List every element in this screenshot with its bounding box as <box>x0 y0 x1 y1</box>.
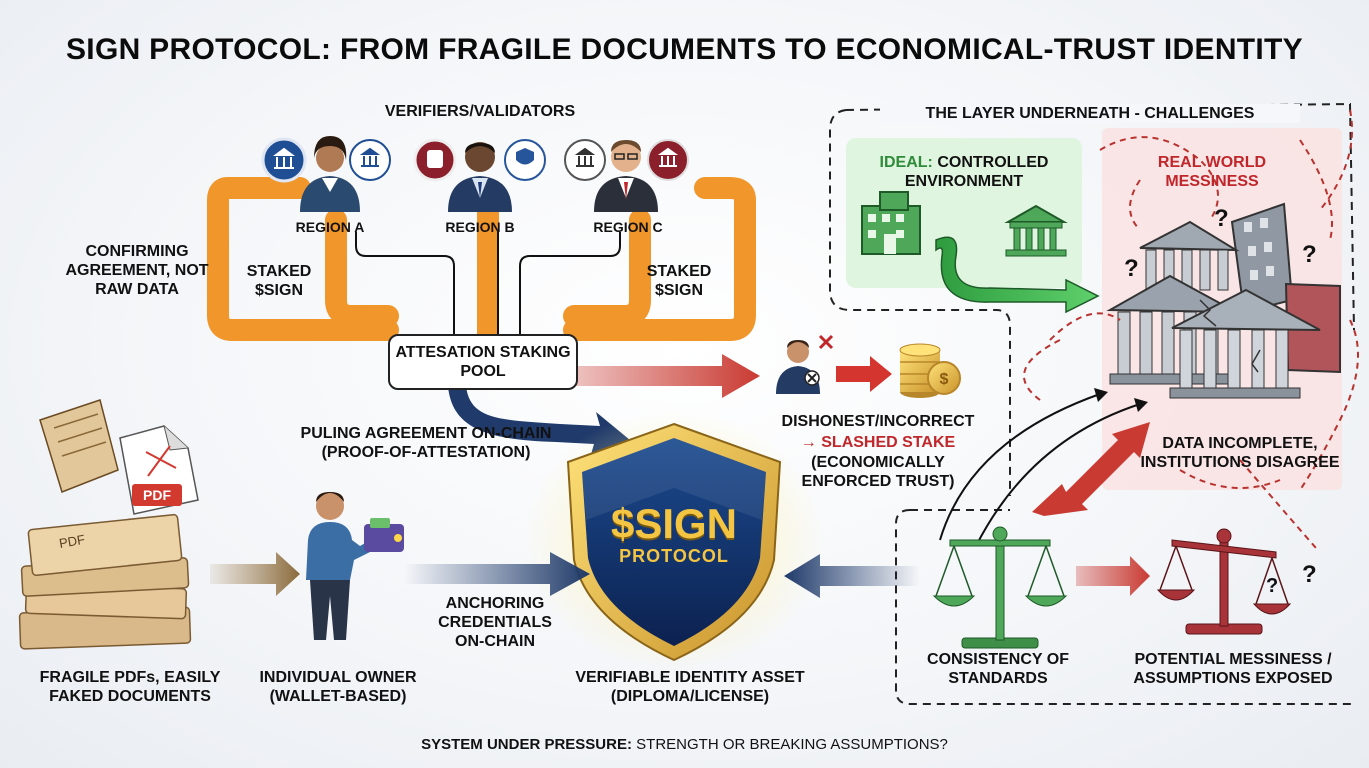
shield-protocol-text: PROTOCOL <box>619 546 729 566</box>
slash-arrow <box>836 356 892 392</box>
consistency-scale-icon <box>932 526 1068 649</box>
validator-c-avatar <box>594 140 658 212</box>
shield-sign-text: $SIGN <box>610 500 738 547</box>
standards-to-shield-arrow <box>784 554 920 598</box>
verifiers-heading: VERIFIERS/VALIDATORS <box>384 103 576 120</box>
question-mark-icon: ? <box>1214 205 1229 232</box>
office-building-icon <box>861 191 921 255</box>
crumbling-institutions-icon <box>1106 202 1341 399</box>
pdf-badge: PDF <box>143 487 171 503</box>
ideal-path-arrow <box>935 236 1100 314</box>
validator-a-avatar <box>300 136 360 212</box>
pool-to-slash-arrow <box>574 354 760 398</box>
fragile-documents-pile: PDF PDF <box>18 399 199 650</box>
unbalanced-scale-icon <box>1156 528 1292 635</box>
slashed-stake-label: → SLASHED STAKE <box>800 434 956 451</box>
validator-b-avatar <box>448 142 512 212</box>
owner-caption: INDIVIDUAL OWNER (WALLET-BASED) <box>259 669 417 706</box>
region-c-label: REGION C <box>593 219 663 235</box>
question-mark-icon: ? <box>1124 255 1139 282</box>
staked-sign-left-label: STAKED $SIGN <box>246 263 312 300</box>
standards-dashed-outline <box>895 509 1356 705</box>
real-world-label: REAL WORLD MESSINESS <box>1157 154 1267 191</box>
footer-bold: SYSTEM UNDER PRESSURE: <box>421 736 632 753</box>
messiness-label: POTENTIAL MESSINESS / ASSUMPTIONS EXPOSE… <box>1133 651 1333 688</box>
sign-protocol-shield <box>566 422 782 662</box>
standards-to-real-arrow <box>975 403 1141 547</box>
documents-caption: FRAGILE PDFs, EASILY FAKED DOCUMENTS <box>39 669 221 706</box>
staked-sign-right-label: STAKED $SIGN <box>646 263 712 300</box>
confirming-agreement-label: CONFIRMING AGREEMENT, NOT RAW DATA <box>65 243 209 299</box>
chaos-dashed-arrows <box>1023 109 1359 549</box>
documents-to-owner-arrow <box>210 552 300 596</box>
institution-seals <box>261 137 689 183</box>
svg-text:$: $ <box>940 371 949 388</box>
disagreement-double-arrow <box>1032 422 1150 516</box>
validator-connectors <box>355 232 621 334</box>
dishonest-validator-icon <box>776 334 834 394</box>
paper-pdf-label: PDF <box>58 532 86 551</box>
staking-channels <box>207 177 756 345</box>
challenges-heading: THE LAYER UNDERNEATH - CHALLENGES <box>880 104 1300 124</box>
question-mark-icon: ? <box>1266 575 1278 597</box>
owner-to-shield-arrow <box>404 552 590 596</box>
coin-stack-icon: $ <box>899 343 961 398</box>
anchoring-label: ANCHORING CREDENTIALS ON-CHAIN <box>438 595 552 651</box>
footer-caption: SYSTEM UNDER PRESSURE: STRENGTH OR BREAK… <box>0 736 1369 753</box>
green-institution-icon <box>1004 204 1068 257</box>
question-mark-icon: ? <box>1302 561 1317 588</box>
economically-enforced-label: (ECONOMICALLY ENFORCED TRUST) <box>801 454 955 491</box>
standards-to-ideal-arrow <box>939 393 1101 541</box>
standards-to-messiness-arrow <box>1076 556 1150 596</box>
region-b-label: REGION B <box>445 219 515 235</box>
attestation-staking-pool: ATTESATION STAKING POOL <box>388 334 578 390</box>
pulling-agreement-label: PULING AGREEMENT ON-CHAIN (PROOF-OF-ATTE… <box>300 425 552 462</box>
question-mark-icon: ? <box>1302 241 1317 268</box>
data-incomplete-label: DATA INCOMPLETE, INSTITUTIONS DISAGREE <box>1140 435 1340 472</box>
ideal-label: IDEAL: CONTROLLED ENVIRONMENT <box>862 153 1066 191</box>
page-title: SIGN PROTOCOL: FROM FRAGILE DOCUMENTS TO… <box>66 33 1303 66</box>
ideal-rest: CONTROLLED ENVIRONMENT <box>904 154 1049 191</box>
consistency-label: CONSISTENCY OF STANDARDS <box>927 651 1069 688</box>
footer-rest: STRENGTH OR BREAKING ASSUMPTIONS? <box>636 736 948 753</box>
dishonest-label: DISHONEST/INCORRECT <box>781 413 975 430</box>
shield-caption: VERIFIABLE IDENTITY ASSET (DIPLOMA/LICEN… <box>575 669 805 706</box>
ideal-prefix: IDEAL: <box>879 154 933 171</box>
pool-label: ATTESATION STAKING POOL <box>395 343 571 380</box>
individual-owner-avatar <box>306 492 404 640</box>
region-a-label: REGION A <box>295 219 365 235</box>
